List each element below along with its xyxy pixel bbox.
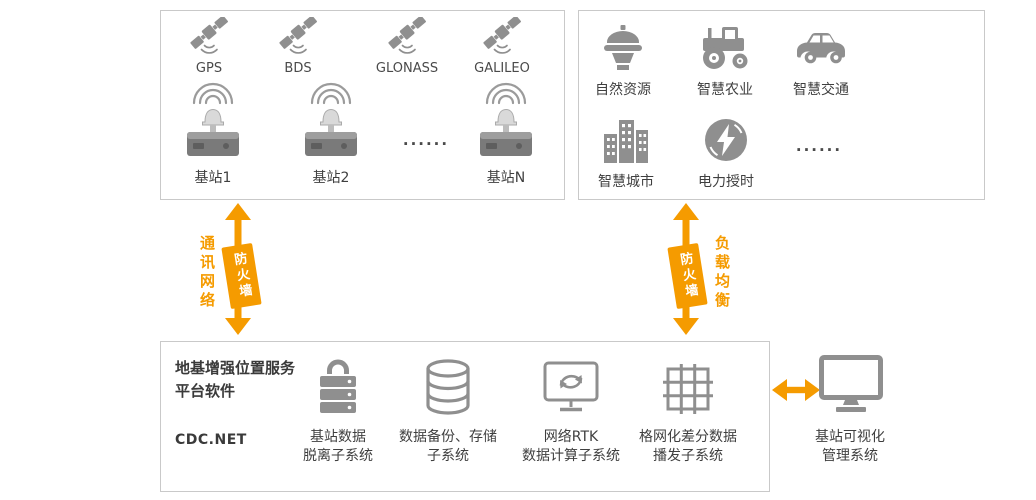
gnss-receiver-icon xyxy=(604,25,642,70)
lock-stack-icon xyxy=(320,359,356,413)
double-arrow-icon xyxy=(772,379,820,401)
base-station-icon xyxy=(480,82,532,156)
subsystem-label-line: 子系统 xyxy=(427,448,469,464)
product-name: CDC.NET xyxy=(175,432,247,448)
management-system-label-line: 管理系统 xyxy=(822,448,878,464)
application-label: 智慧农业 xyxy=(697,82,753,98)
car-icon xyxy=(797,33,845,64)
monitor-icon xyxy=(819,355,883,412)
database-icon xyxy=(426,359,470,415)
satellite-icon xyxy=(279,17,317,54)
base-station-label: 基站1 xyxy=(194,170,232,186)
ellipsis-text: ······ xyxy=(402,135,450,153)
grid-icon xyxy=(663,364,713,414)
management-system-label-line: 基站可视化 xyxy=(815,429,885,445)
subsystem-label-line: 数据备份、存储 xyxy=(399,429,497,445)
management-system-label: 基站可视化 管理系统 xyxy=(788,428,912,466)
application-label: 智慧城市 xyxy=(598,174,654,190)
subsystem-label: 基站数据 脱离子系统 xyxy=(273,428,403,466)
base-station-label: 基站N xyxy=(486,170,526,186)
subsystem-label-line: 格网化差分数据 xyxy=(639,429,737,445)
application-label: 智慧交通 xyxy=(793,82,849,98)
application-label: 电力授时 xyxy=(698,174,754,190)
gnss-stations-panel: GPS BDS GLONASS GALILEO xyxy=(160,10,565,200)
subsystem-label-line: 网络RTK xyxy=(543,429,599,445)
satellite-label: GLONASS xyxy=(375,61,439,76)
city-buildings-icon xyxy=(604,120,648,163)
subsystem-label: 格网化差分数据 播发子系统 xyxy=(623,428,753,466)
platform-panel: 地基增强位置服务 平台软件 CDC.NET xyxy=(160,341,770,492)
subsystem-label: 网络RTK 数据计算子系统 xyxy=(506,428,636,466)
subsystem-label-line: 数据计算子系统 xyxy=(522,448,620,464)
applications-panel: 自然资源 智慧农业 智慧交通 xyxy=(578,10,985,200)
satellite-label: BDS xyxy=(284,61,312,76)
satellite-label: GALILEO xyxy=(474,61,530,76)
base-station-label: 基站2 xyxy=(312,170,350,186)
load-balance-label: 负载均衡 xyxy=(713,235,731,311)
monitor-sync-icon xyxy=(543,361,599,412)
lightning-icon xyxy=(705,119,747,161)
satellite-icon xyxy=(388,17,426,54)
platform-title-line: 平台软件 xyxy=(175,382,236,400)
platform-title: 地基增强位置服务 平台软件 xyxy=(175,357,295,403)
subsystem-label: 数据备份、存储 子系统 xyxy=(383,428,513,466)
satellite-icon xyxy=(190,17,228,54)
ellipsis-text: ······ xyxy=(795,141,843,159)
tractor-icon xyxy=(703,27,748,69)
application-label: 自然资源 xyxy=(595,82,651,98)
subsystem-label-line: 基站数据 xyxy=(310,429,366,445)
base-station-icon xyxy=(187,82,239,156)
subsystem-label-line: 播发子系统 xyxy=(653,448,723,464)
platform-title-line: 地基增强位置服务 xyxy=(175,359,296,377)
satellite-icon xyxy=(483,17,521,54)
base-station-icon xyxy=(305,82,357,156)
comm-network-label: 通讯网络 xyxy=(198,235,216,311)
satellite-label: GPS xyxy=(195,61,223,76)
subsystem-label-line: 脱离子系统 xyxy=(303,448,373,464)
